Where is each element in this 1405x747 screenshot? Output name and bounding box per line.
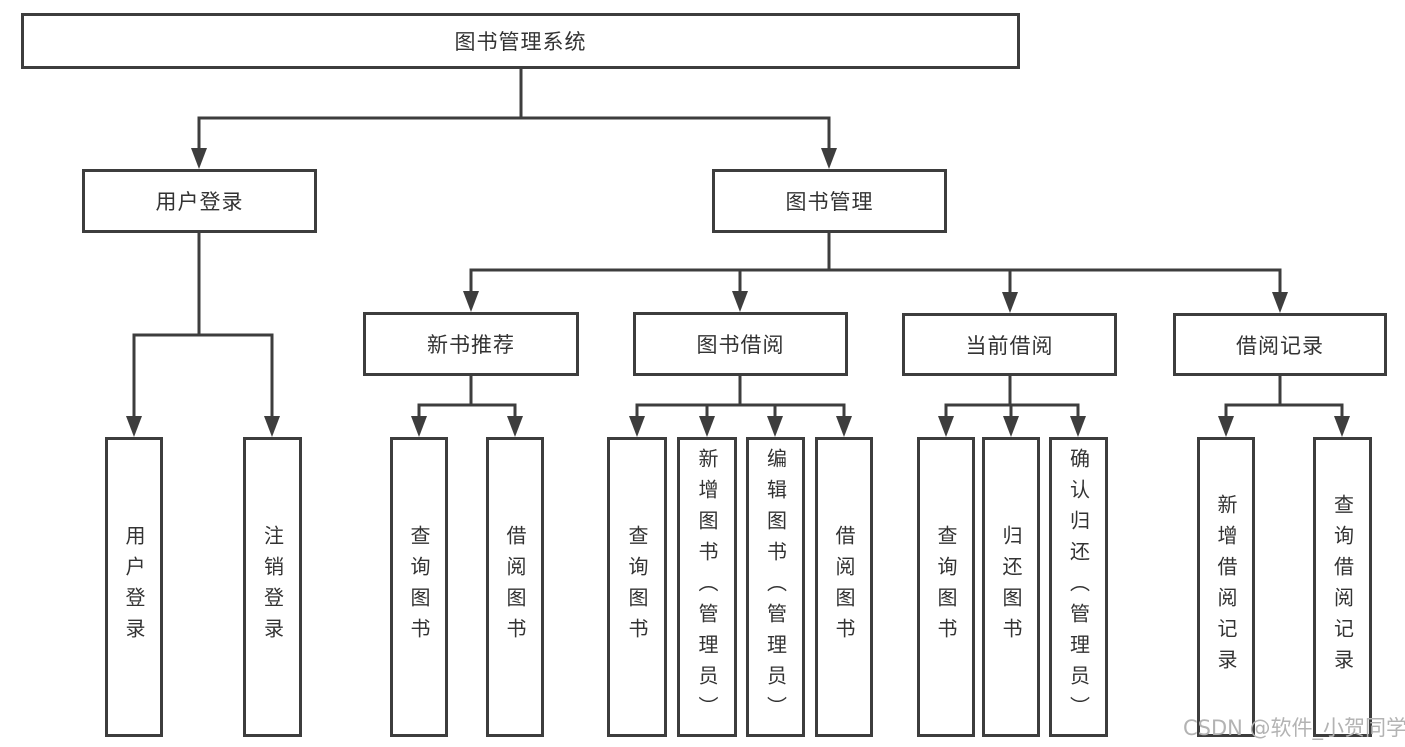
leaf-query-borrow-record: 查询借阅记录 (1313, 437, 1372, 737)
connector-new-book-to-leaves (411, 376, 523, 437)
leaf-add-borrow-record: 新增借阅记录 (1197, 437, 1255, 737)
leaf-query-books: 查询图书 (607, 437, 667, 737)
leaf-confirm-return-admin: 确认归还（管理员） (1049, 437, 1108, 737)
node-new-book-recommend: 新书推荐 (363, 312, 579, 376)
node-book-management-module: 图书管理 (712, 169, 947, 233)
leaf-add-books-admin: 新增图书（管理员） (677, 437, 737, 737)
leaf-borrow-books: 借阅图书 (486, 437, 544, 737)
csdn-watermark: CSDN @软件_小贺同学 (1183, 716, 1405, 740)
connector-borrow-record-to-leaves (1218, 376, 1350, 437)
connector-current-borrow-to-leaves (938, 376, 1086, 437)
leaf-return-books: 归还图书 (982, 437, 1040, 737)
leaf-query-books: 查询图书 (917, 437, 975, 737)
leaf-user-login: 用户登录 (105, 437, 163, 737)
node-borrowing-records: 借阅记录 (1173, 313, 1387, 376)
connector-book-mgmt-to-level3 (463, 233, 1288, 313)
leaf-query-books: 查询图书 (390, 437, 448, 737)
connector-user-login-to-leaves (126, 233, 280, 437)
connector-book-borrow-to-leaves (629, 376, 852, 437)
leaf-edit-books-admin: 编辑图书（管理员） (746, 437, 805, 737)
leaf-logout: 注销登录 (243, 437, 302, 737)
node-book-borrowing: 图书借阅 (633, 312, 848, 376)
connector-root-to-level2 (191, 69, 837, 169)
node-user-login-module: 用户登录 (82, 169, 317, 233)
node-current-borrowing: 当前借阅 (902, 313, 1117, 376)
node-root-library-system: 图书管理系统 (21, 13, 1020, 69)
leaf-borrow-books: 借阅图书 (815, 437, 873, 737)
